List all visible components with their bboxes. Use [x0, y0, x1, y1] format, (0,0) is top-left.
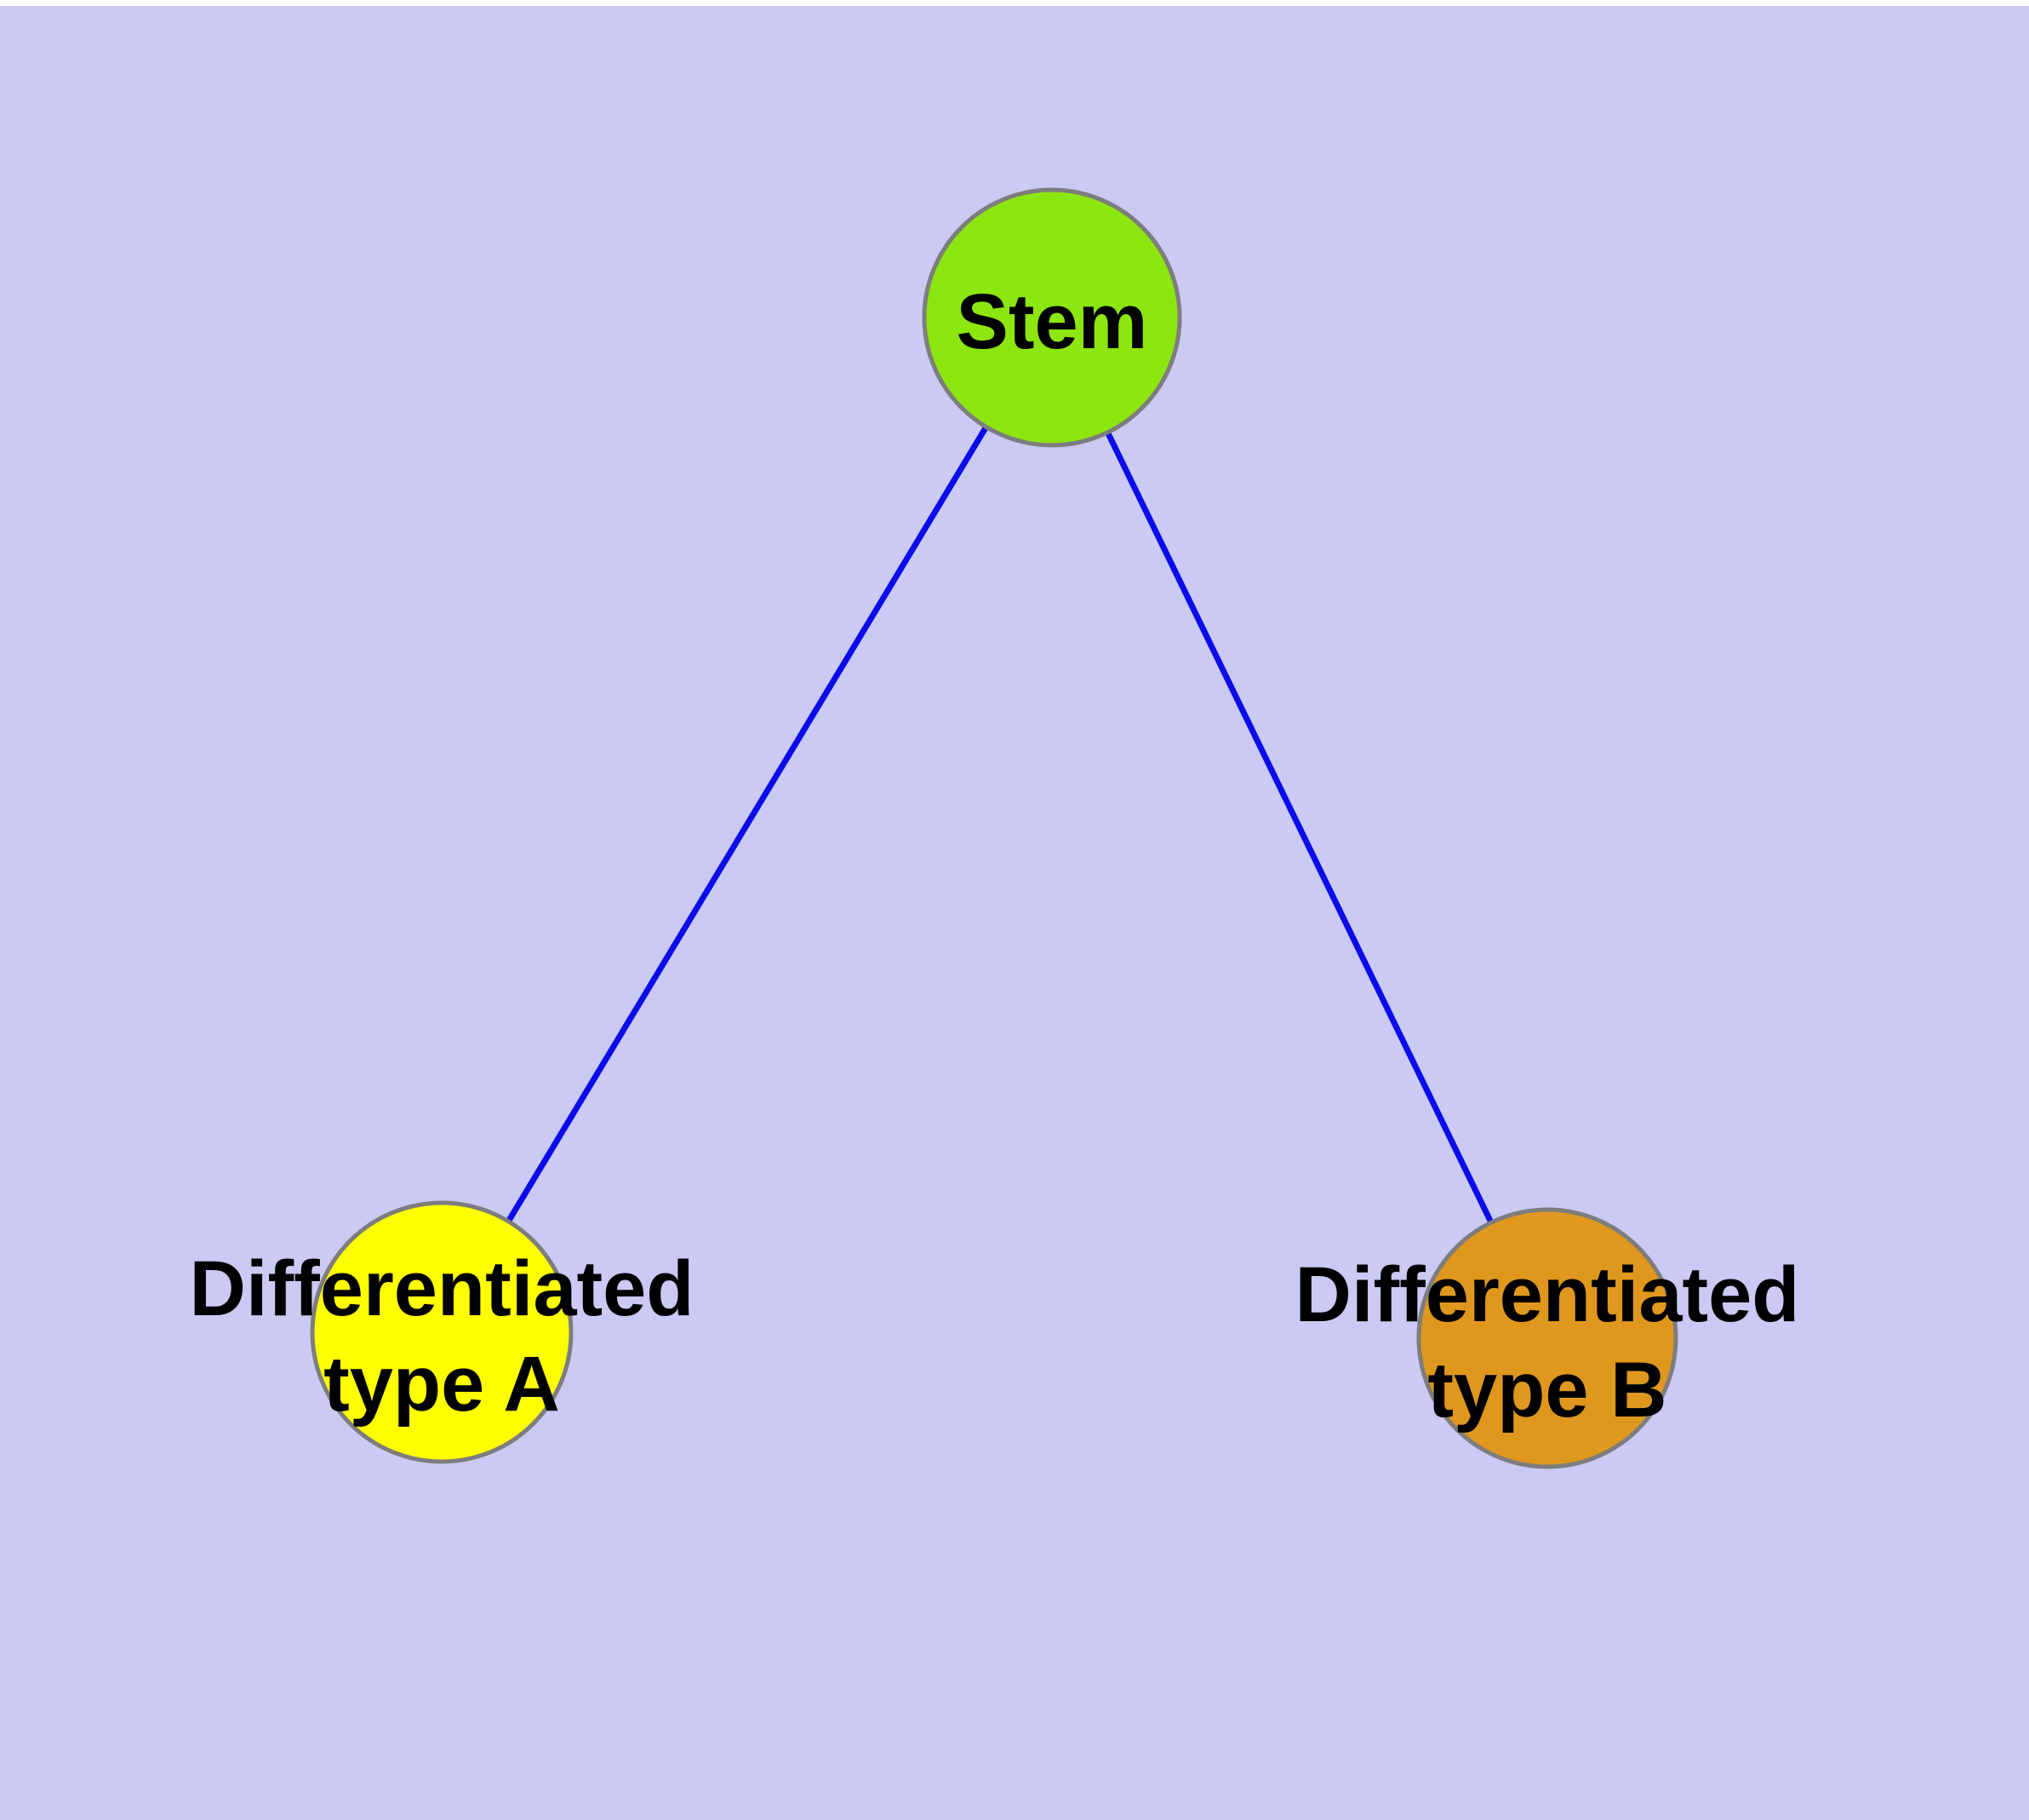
node-type-a-label-line: Differentiated: [190, 1245, 694, 1332]
edge-stem-type-b: [1049, 316, 1551, 1340]
node-type-b-label-line: type B: [1427, 1347, 1666, 1434]
node-stem-circle: [922, 187, 1182, 448]
node-type-a-label: Differentiated type A: [190, 1245, 694, 1428]
node-stem-label: Stem: [957, 278, 1148, 365]
edge-stem-type-a: [439, 316, 1055, 1334]
node-type-a-circle: [310, 1200, 574, 1464]
node-type-a: Differentiated type A: [190, 1200, 694, 1464]
node-type-a-label-line: type A: [323, 1341, 560, 1428]
node-type-b: Differentiated type B: [1295, 1207, 1800, 1469]
node-type-b-label-line: Differentiated: [1295, 1251, 1800, 1338]
node-stem-label-line: Stem: [957, 278, 1148, 365]
node-type-b-circle: [1416, 1207, 1678, 1469]
node-type-b-label: Differentiated type B: [1295, 1251, 1800, 1434]
node-stem: Stem: [922, 187, 1182, 448]
edges-layer: [439, 316, 1551, 1340]
